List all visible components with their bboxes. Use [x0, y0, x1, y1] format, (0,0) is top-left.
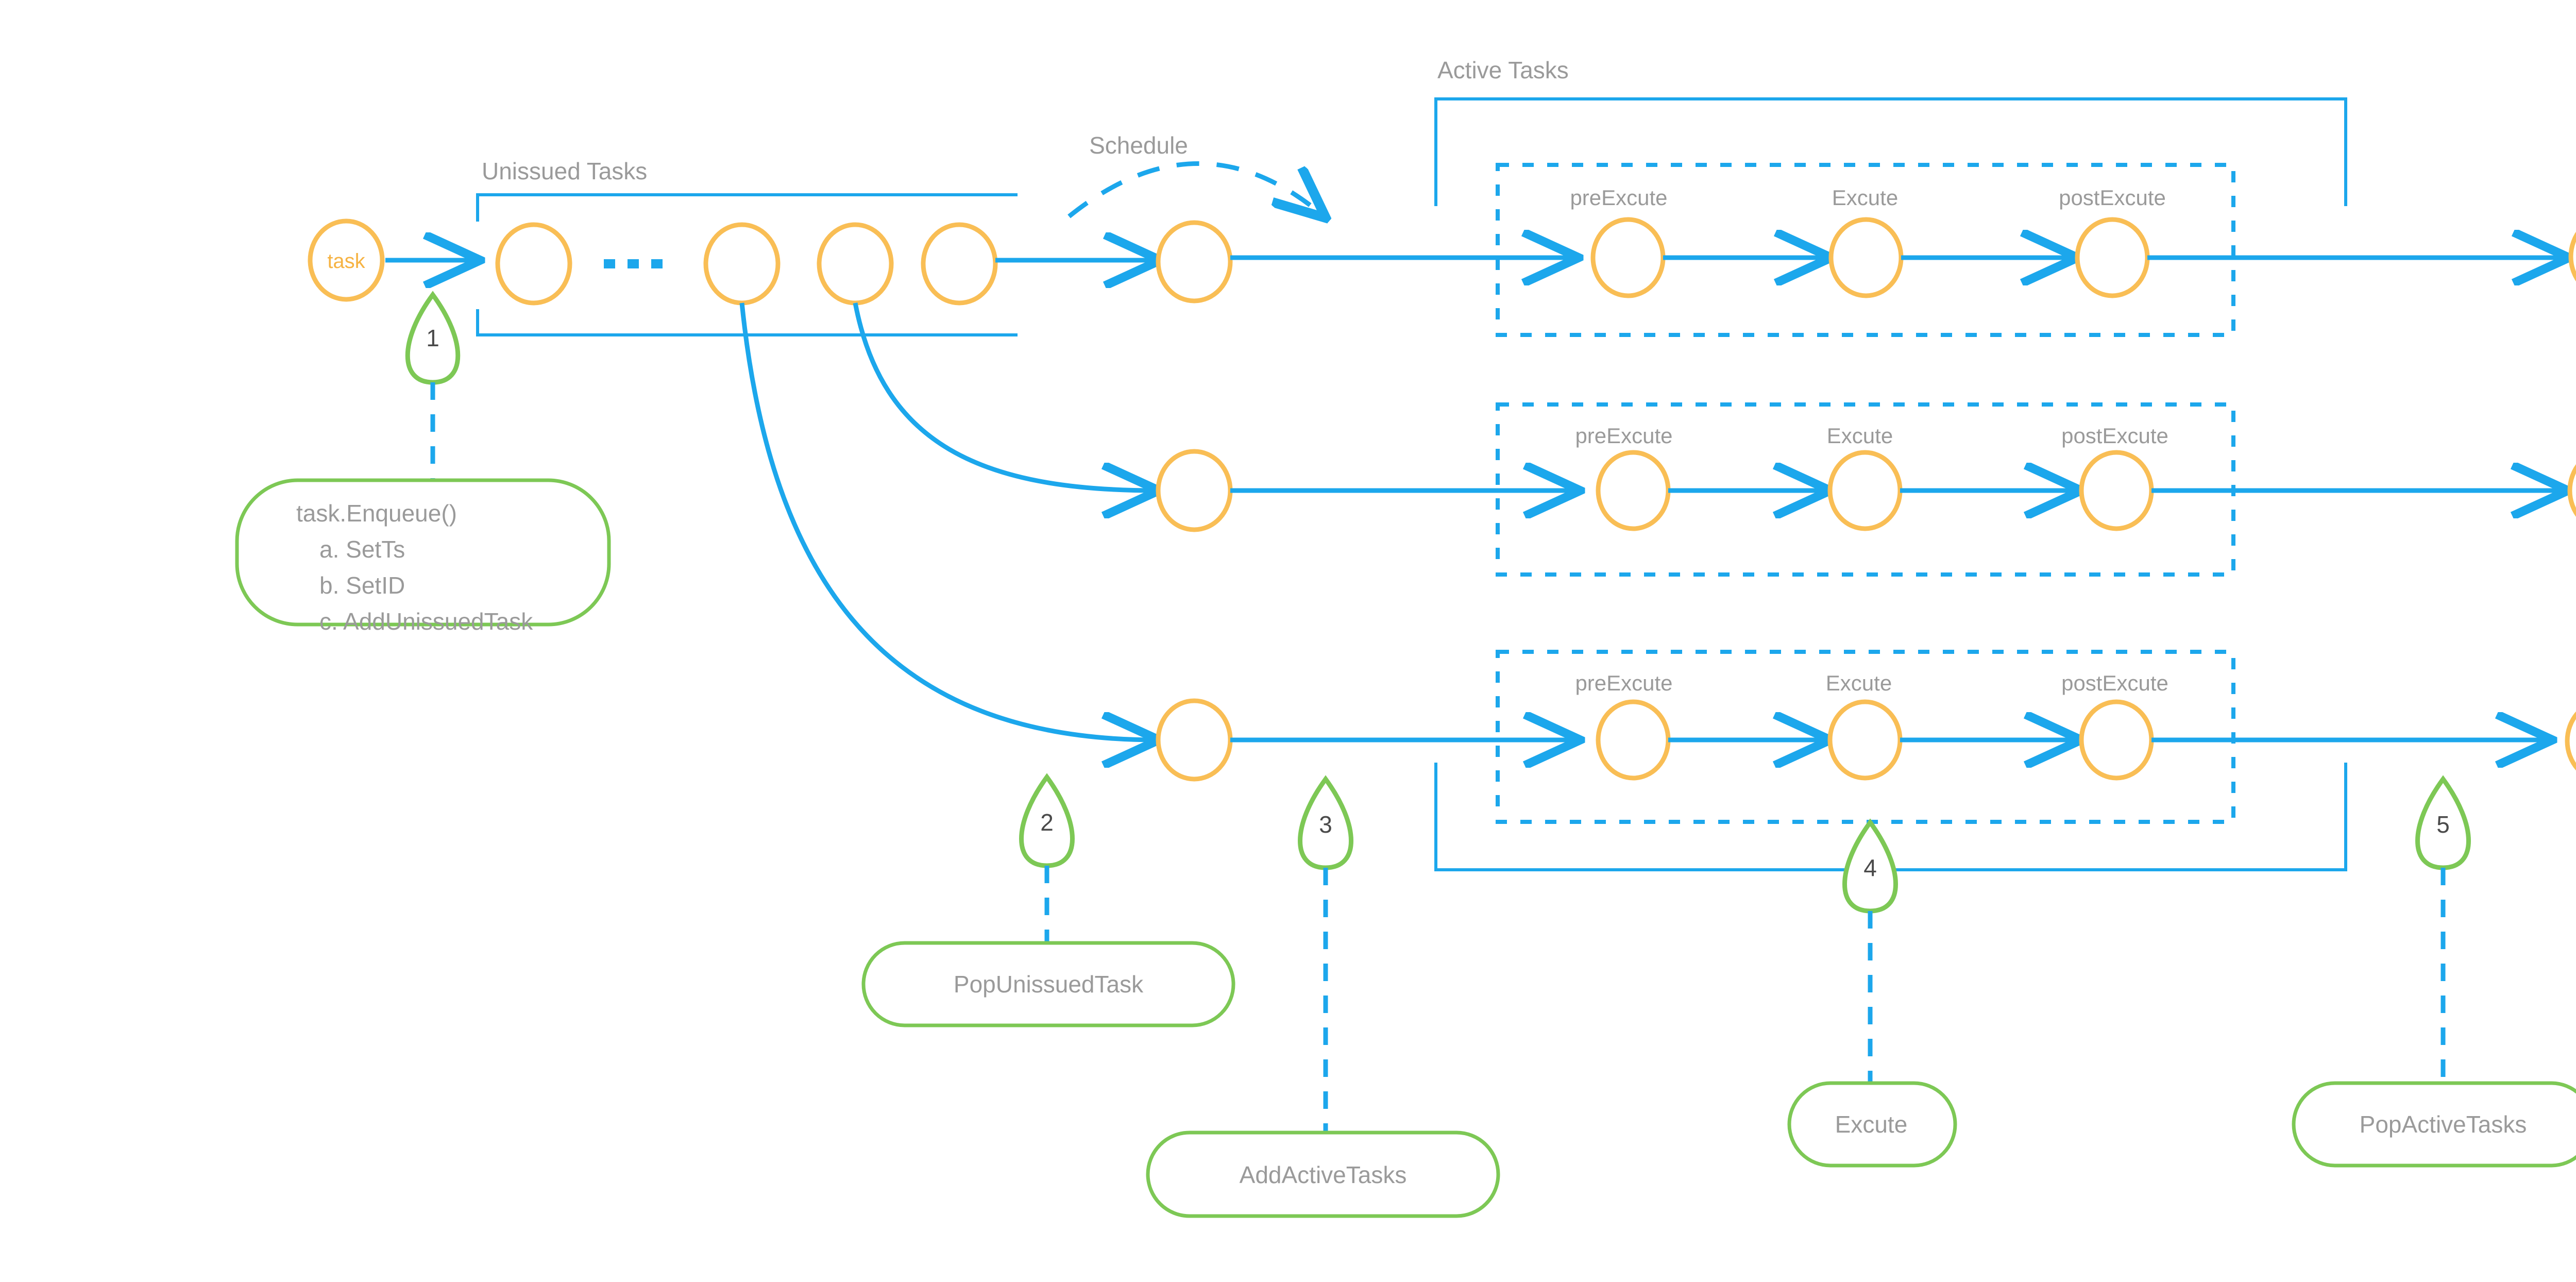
stage-node-pre-row3[interactable]	[1596, 699, 1671, 781]
task-lifecycle-box-row3	[1496, 650, 2235, 824]
stage-node-post-row3[interactable]	[2079, 699, 2154, 781]
schedule-label: Schedule	[1089, 132, 1188, 159]
callout-1-item-a: a. SetTs	[319, 536, 405, 563]
unissued-tasks-label: Unissued Tasks	[482, 158, 647, 184]
end-node-row1[interactable]	[2568, 216, 2576, 297]
queue-node-2[interactable]	[703, 222, 781, 306]
callout-1[interactable]: task.Enqueue() a. SetTs b. SetID c. AddU…	[235, 478, 611, 635]
callout-5[interactable]: PopActiveTasks	[2292, 1081, 2576, 1168]
marker-pin-5-number: 5	[2436, 811, 2450, 838]
stage-label-exec-row2: Excute	[1827, 424, 1893, 448]
callout-4[interactable]: Excute	[1787, 1081, 1957, 1168]
queue-node-4[interactable]	[921, 222, 998, 306]
callout-2-label: PopUnissuedTask	[954, 971, 1144, 998]
queue-node-3[interactable]	[817, 222, 894, 306]
stage-node-post-row1[interactable]	[2075, 217, 2150, 298]
callout-2[interactable]: PopUnissuedTask	[861, 941, 1235, 1027]
marker-pin-2[interactable]: 2	[1019, 773, 1075, 868]
queue-node-1[interactable]	[495, 222, 572, 306]
stage-label-pre-row2: preExcute	[1575, 424, 1672, 448]
sched-node-row1[interactable]	[1156, 220, 1233, 303]
callout-1-title: task.Enqueue()	[296, 500, 457, 527]
sched-node-row2[interactable]	[1156, 449, 1233, 532]
callout-5-label: PopActiveTasks	[2360, 1111, 2527, 1138]
stage-label-post-row2: postExcute	[2061, 424, 2168, 448]
callout-1-item-b: b. SetID	[319, 572, 405, 599]
active-tasks-label: Active Tasks	[1437, 57, 1569, 83]
stage-label-pre-row1: preExcute	[1570, 185, 1667, 210]
marker-pin-4[interactable]: 4	[1842, 818, 1898, 914]
callout-1-item-c: c. AddUnissuedTask	[319, 608, 533, 635]
sched-node-row3[interactable]	[1156, 698, 1233, 782]
marker-pin-3-number: 3	[1319, 811, 1332, 838]
edge-queue-to-row2-curve	[853, 302, 1157, 491]
stage-node-exec-row2[interactable]	[1827, 450, 1903, 531]
task-lifecycle-box-row1	[1496, 163, 2235, 337]
stage-label-exec-row3: Excute	[1826, 671, 1892, 695]
unissued-queue-nodes	[495, 222, 998, 306]
marker-pin-4-number: 4	[1863, 854, 1877, 881]
unissued-tasks-bracket	[476, 193, 1018, 336]
queue-ellipsis-icon	[604, 259, 663, 268]
source-task-node[interactable]: task	[308, 218, 385, 302]
stage-node-exec-row3[interactable]	[1827, 699, 1903, 781]
marker-pin-5[interactable]: 5	[2415, 775, 2471, 870]
end-node-row3[interactable]	[2565, 701, 2576, 781]
callout-3-label: AddActiveTasks	[1240, 1161, 1407, 1188]
stage-node-exec-row1[interactable]	[1828, 217, 1904, 298]
marker-pin-1[interactable]: 1	[405, 291, 461, 385]
stage-label-exec-row1: Excute	[1832, 185, 1898, 210]
callout-4-label: Excute	[1835, 1111, 1908, 1138]
stage-label-pre-row3: preExcute	[1575, 671, 1672, 695]
schedule-arc	[1067, 161, 1324, 217]
stage-node-post-row2[interactable]	[2079, 450, 2154, 531]
end-node-row2[interactable]	[2567, 450, 2576, 531]
source-task-label: task	[327, 250, 365, 273]
stage-label-post-row1: postExcute	[2059, 185, 2166, 210]
edge-queue-to-row3-curve	[739, 302, 1157, 740]
stage-label-post-row3: postExcute	[2061, 671, 2168, 695]
marker-pin-1-number: 1	[426, 325, 439, 351]
marker-pin-3[interactable]: 3	[1298, 775, 1353, 870]
callout-3[interactable]: AddActiveTasks	[1146, 1131, 1500, 1218]
stage-node-pre-row2[interactable]	[1596, 450, 1671, 531]
stage-node-pre-row1[interactable]	[1590, 217, 1666, 298]
marker-pin-2-number: 2	[1040, 809, 1054, 836]
